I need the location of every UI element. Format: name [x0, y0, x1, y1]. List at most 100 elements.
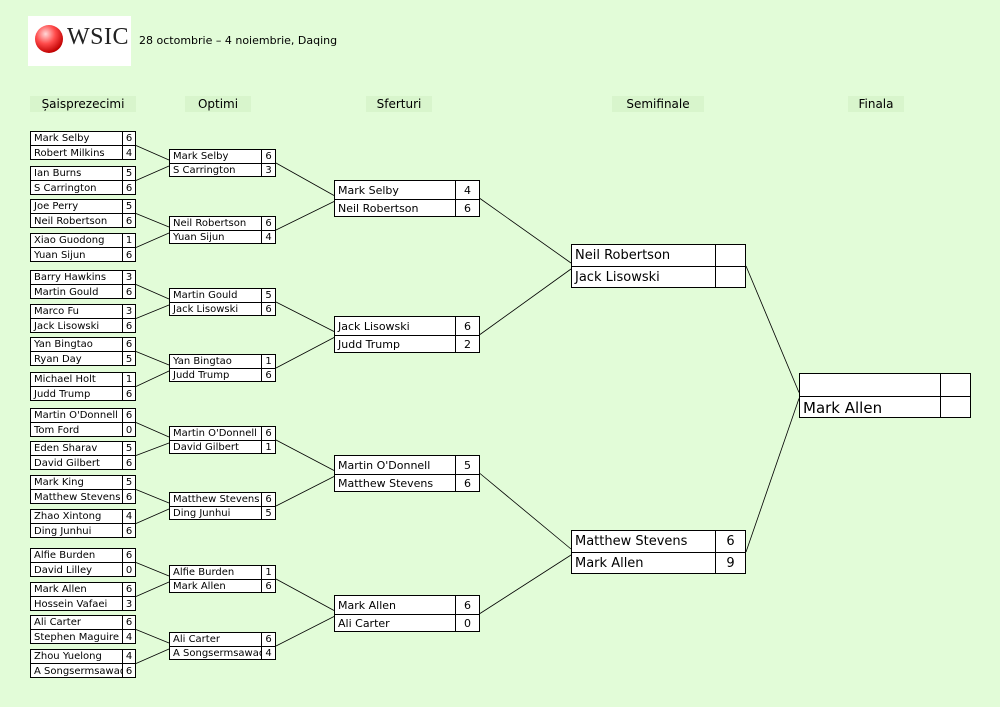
player-score: 6	[261, 633, 275, 646]
connector-line	[135, 370, 170, 387]
connector-line	[275, 301, 335, 332]
player-row: S Carrington 6	[31, 181, 135, 195]
player-score: 3	[261, 164, 275, 177]
player-name: Mark Allen	[803, 398, 883, 417]
player-name: Matthew Stevens	[173, 494, 260, 505]
player-name: A Songsermsawad	[173, 648, 261, 659]
player-score: 6	[261, 369, 275, 382]
connector-line	[135, 145, 170, 161]
player-name: Martin Gould	[34, 286, 99, 298]
player-name: Michael Holt	[34, 374, 96, 385]
player-score: 6	[122, 319, 135, 333]
player-score: 5	[261, 289, 275, 302]
player-name: Stephen Maguire	[34, 631, 120, 643]
player-score: 6	[455, 200, 479, 217]
connector-line	[275, 476, 335, 507]
player-name: Zhou Yuelong	[34, 651, 102, 662]
player-name: Martin O'Donnell	[338, 458, 431, 472]
player-score: 6	[261, 427, 275, 440]
player-name: Mark King	[34, 477, 84, 488]
player-name: Jack Lisowski	[338, 319, 410, 333]
connector-line	[275, 578, 335, 611]
player-score	[715, 267, 745, 288]
wsic-logo: WSIC	[28, 16, 131, 66]
connector-line	[135, 508, 170, 524]
player-row	[800, 374, 970, 397]
connector-line	[745, 265, 800, 393]
player-name: Neil Robertson	[575, 248, 671, 263]
player-name: Jack Lisowski	[173, 304, 239, 315]
player-name: Ding Junhui	[34, 525, 92, 537]
player-name: Yuan Sijun	[34, 249, 86, 261]
round-header-last-32: Șaisprezecimi	[30, 96, 136, 112]
connector-line	[275, 439, 335, 471]
player-score: 6	[455, 475, 479, 492]
player-score: 6	[122, 132, 135, 145]
connector-line	[275, 337, 335, 369]
connector-line	[135, 489, 170, 504]
player-score: 4	[122, 510, 135, 523]
player-score: 1	[261, 441, 275, 454]
player-score: 5	[122, 167, 135, 180]
player-score: 1	[261, 566, 275, 579]
connector-line	[135, 351, 170, 366]
player-row: Neil Robertson	[572, 245, 745, 267]
player-score: 6	[455, 596, 479, 614]
player-score: 6	[122, 549, 135, 562]
player-name: A Songsermsawad	[34, 665, 122, 677]
player-score: 6	[122, 456, 135, 470]
connector-line	[135, 304, 170, 319]
player-name: Mark Allen	[34, 584, 87, 595]
player-name: Jack Lisowski	[575, 270, 660, 285]
player-name: S Carrington	[34, 182, 97, 194]
player-row: Alfie Burden 6	[31, 549, 135, 563]
player-name: Alfie Burden	[34, 550, 96, 561]
player-name: Matthew Stevens	[338, 477, 434, 490]
player-name: Joe Perry	[34, 201, 79, 212]
player-score: 3	[122, 597, 135, 611]
player-score: 0	[122, 423, 135, 437]
player-name: Yuan Sijun	[173, 232, 225, 243]
connector-line	[479, 473, 572, 550]
player-row: Matthew Stevens 6	[335, 475, 479, 492]
player-name: Marco Fu	[34, 306, 79, 317]
connector-line	[275, 616, 335, 647]
player-name: Ali Carter	[34, 617, 81, 628]
player-score: 6	[122, 181, 135, 195]
player-score: 6	[122, 248, 135, 262]
player-name: Barry Hawkins	[34, 272, 107, 283]
